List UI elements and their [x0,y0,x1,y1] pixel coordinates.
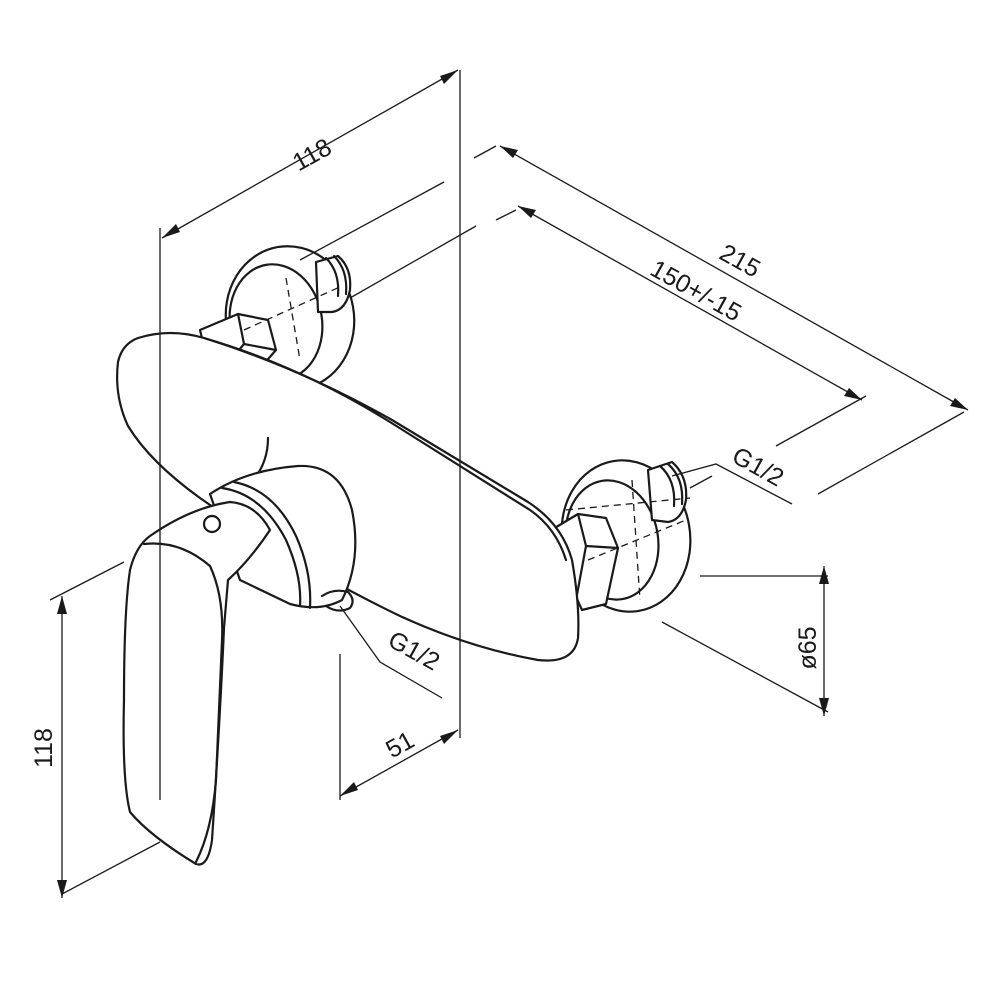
dimension-line-center-distance [517,205,863,401]
indicator-dot [202,514,222,534]
label-flange-diameter: ø65 [794,626,822,669]
label-body-length: 118 [288,133,336,177]
label-outlet-offset: 51 [381,726,419,764]
front-flange [546,459,692,613]
leader-outlet-thread [339,605,443,699]
dimension-lines [57,69,969,898]
mixer-outline [116,245,692,866]
extension-lines [49,70,965,895]
outlet-thread [320,589,354,612]
dimension-line-outlet-offset [339,729,459,797]
label-height: 118 [30,728,58,768]
back-flange [198,245,356,391]
label-inlet-thread: G1/2 [727,442,788,493]
label-total-width: 215 [715,239,765,284]
leader-inlet-thread [671,463,793,505]
dimension-line-total-width [499,145,969,411]
dimension-line-body-length [161,69,459,239]
cartridge-housing [208,464,357,609]
